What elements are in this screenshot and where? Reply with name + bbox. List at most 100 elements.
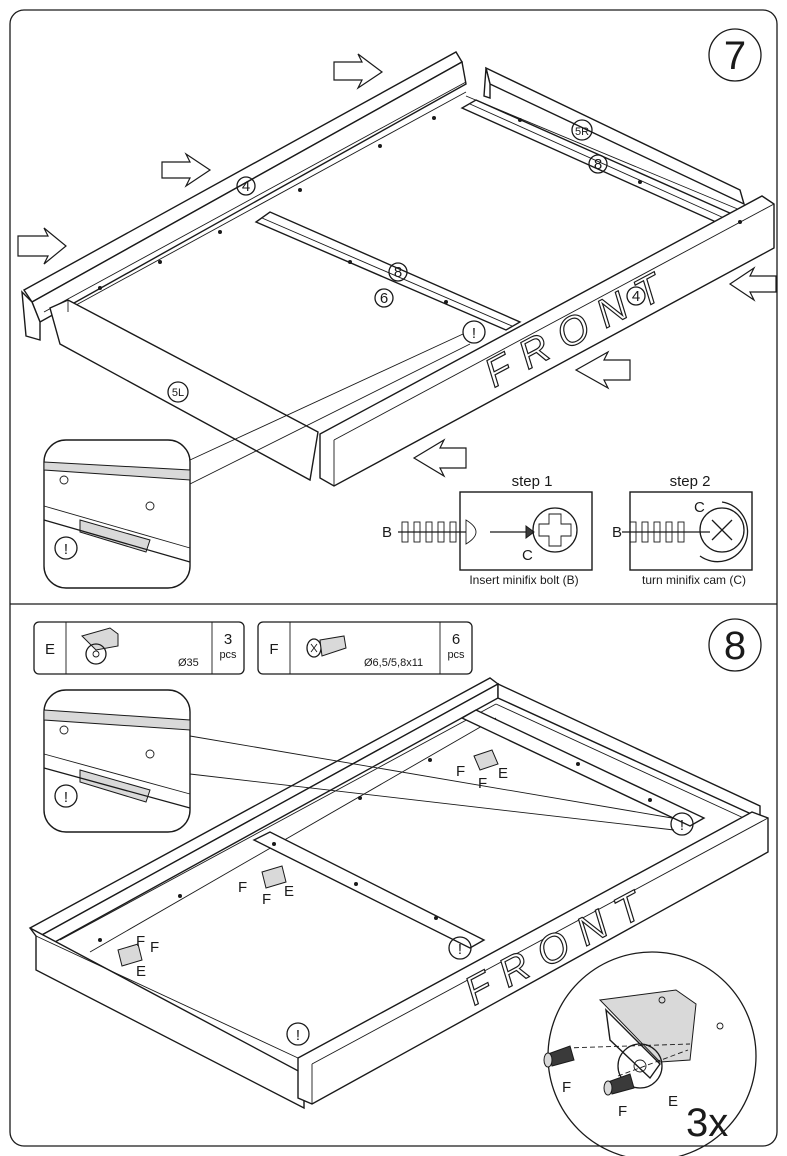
step1-caption: Insert minifix bolt (B) — [469, 573, 578, 587]
step8-number-circle — [708, 618, 762, 672]
part-e-box: E Ø35 3 pcs — [33, 621, 245, 675]
zoom-line — [189, 735, 673, 819]
svg-text:!: ! — [472, 325, 476, 342]
outer-frame — [9, 9, 778, 1147]
part-f-unit: pcs — [447, 649, 465, 661]
panel-holes — [98, 116, 742, 304]
frame-holes — [98, 758, 652, 942]
screw-icon — [603, 1073, 635, 1096]
svg-text:E: E — [284, 883, 294, 900]
step2-label-b: B — [612, 524, 622, 541]
step8-detail-zoom: ! — [43, 689, 191, 833]
end-panel-5L — [49, 299, 319, 482]
minifix-bolt-icon — [622, 521, 710, 543]
step2-title: step 2 — [670, 473, 711, 490]
svg-text:5L: 5L — [172, 387, 184, 399]
caster-icon — [598, 989, 724, 1089]
part-e-unit: pcs — [219, 649, 237, 661]
step7-number-circle — [708, 28, 762, 82]
part-callout-4-front: 4 — [626, 286, 646, 306]
part-callout-8-middle: 8 — [388, 262, 408, 282]
caution-icon: ! — [462, 320, 486, 344]
part-callout-5R: 5R — [571, 119, 593, 141]
push-arrow-icon — [161, 152, 212, 188]
svg-text:F: F — [456, 763, 465, 780]
minifix-step1: step 1 B C Insert minifix bolt (B) — [382, 473, 593, 587]
caution-icon: ! — [54, 536, 78, 560]
step7-detail-zoom: ! — [43, 439, 191, 589]
svg-text:!: ! — [64, 789, 68, 806]
zoom-line — [189, 343, 471, 485]
svg-text:!: ! — [458, 941, 462, 958]
part-callout-6: 6 — [374, 288, 394, 308]
part-f-qty: 6 — [452, 631, 460, 648]
screw-icon — [543, 1045, 575, 1068]
caution-icon: ! — [448, 936, 472, 960]
svg-text:!: ! — [296, 1027, 300, 1044]
detail-label-e: E — [668, 1093, 678, 1110]
svg-text:8: 8 — [594, 156, 602, 173]
detail-label-f: F — [562, 1079, 571, 1096]
caster-detail-zoom: F F E 3x — [543, 951, 757, 1156]
zoom-line — [189, 333, 464, 461]
push-arrow-icon — [412, 438, 467, 478]
frame-rails — [43, 81, 741, 317]
svg-text:F: F — [262, 891, 271, 908]
front-panel-4 — [319, 195, 775, 487]
svg-text:F: F — [478, 775, 487, 792]
svg-text:6: 6 — [380, 290, 388, 307]
push-arrow-icon — [574, 350, 631, 390]
back-panel-5R — [483, 66, 746, 206]
part-callout-8-back: 8 — [588, 154, 608, 174]
svg-text:4: 4 — [632, 288, 640, 305]
svg-text:8: 8 — [394, 264, 402, 281]
caster-mount-middle: F F E — [238, 865, 294, 908]
screw-icon — [306, 635, 347, 658]
step1-label-b: B — [382, 524, 392, 541]
minifix-step2: step 2 B C turn minifix cam (C) — [612, 473, 753, 587]
push-arrow-icon — [17, 227, 67, 265]
svg-text:F: F — [136, 933, 145, 950]
part-f-size: Ø6,5/5,8x11 — [364, 657, 423, 669]
zoom-line — [189, 773, 675, 831]
caster-mount-front: F F E — [117, 933, 159, 980]
svg-text:!: ! — [64, 541, 68, 558]
caution-icon: ! — [670, 812, 694, 836]
part-callout-4-top: 4 — [236, 176, 256, 196]
svg-text:F: F — [150, 939, 159, 956]
svg-text:F: F — [238, 879, 247, 896]
part-e-qty: 3 — [224, 631, 232, 648]
svg-text:E: E — [498, 765, 508, 782]
slat-8-middle — [254, 211, 522, 331]
part-callout-5L: 5L — [167, 381, 189, 403]
step7-number: 7 — [724, 34, 746, 78]
minifix-cam-icon — [699, 501, 749, 563]
detail-label-f: F — [618, 1103, 627, 1120]
svg-text:!: ! — [680, 817, 684, 834]
svg-text:4: 4 — [242, 178, 250, 195]
quantity-multiplier: 3x — [686, 1101, 728, 1145]
step1-label-c: C — [522, 547, 533, 564]
part-f-box: F Ø6,5/5,8x11 6 pcs — [257, 621, 473, 675]
step2-caption: turn minifix cam (C) — [642, 573, 746, 587]
step1-title: step 1 — [512, 473, 553, 490]
minifix-bolt-icon — [398, 519, 477, 545]
step8-front-label: FRONT — [458, 878, 662, 1014]
assembled-frame — [28, 677, 769, 1110]
push-arrow-icon — [333, 53, 384, 90]
svg-text:E: E — [136, 963, 146, 980]
caution-icon: ! — [54, 784, 78, 808]
side-panel-4-top — [21, 51, 467, 341]
part-f-letter: F — [269, 641, 278, 658]
step2-label-c: C — [694, 499, 705, 516]
part-e-size: Ø35 — [178, 657, 199, 669]
caution-icon: ! — [286, 1022, 310, 1046]
step8-number: 8 — [724, 624, 746, 668]
part-e-letter: E — [45, 641, 55, 658]
minifix-cam-icon — [532, 507, 578, 553]
step7-section: 7 — [17, 28, 777, 589]
push-arrow-icon — [728, 266, 777, 302]
caster-mount-back: F F E — [456, 749, 508, 792]
svg-text:5R: 5R — [575, 126, 589, 138]
